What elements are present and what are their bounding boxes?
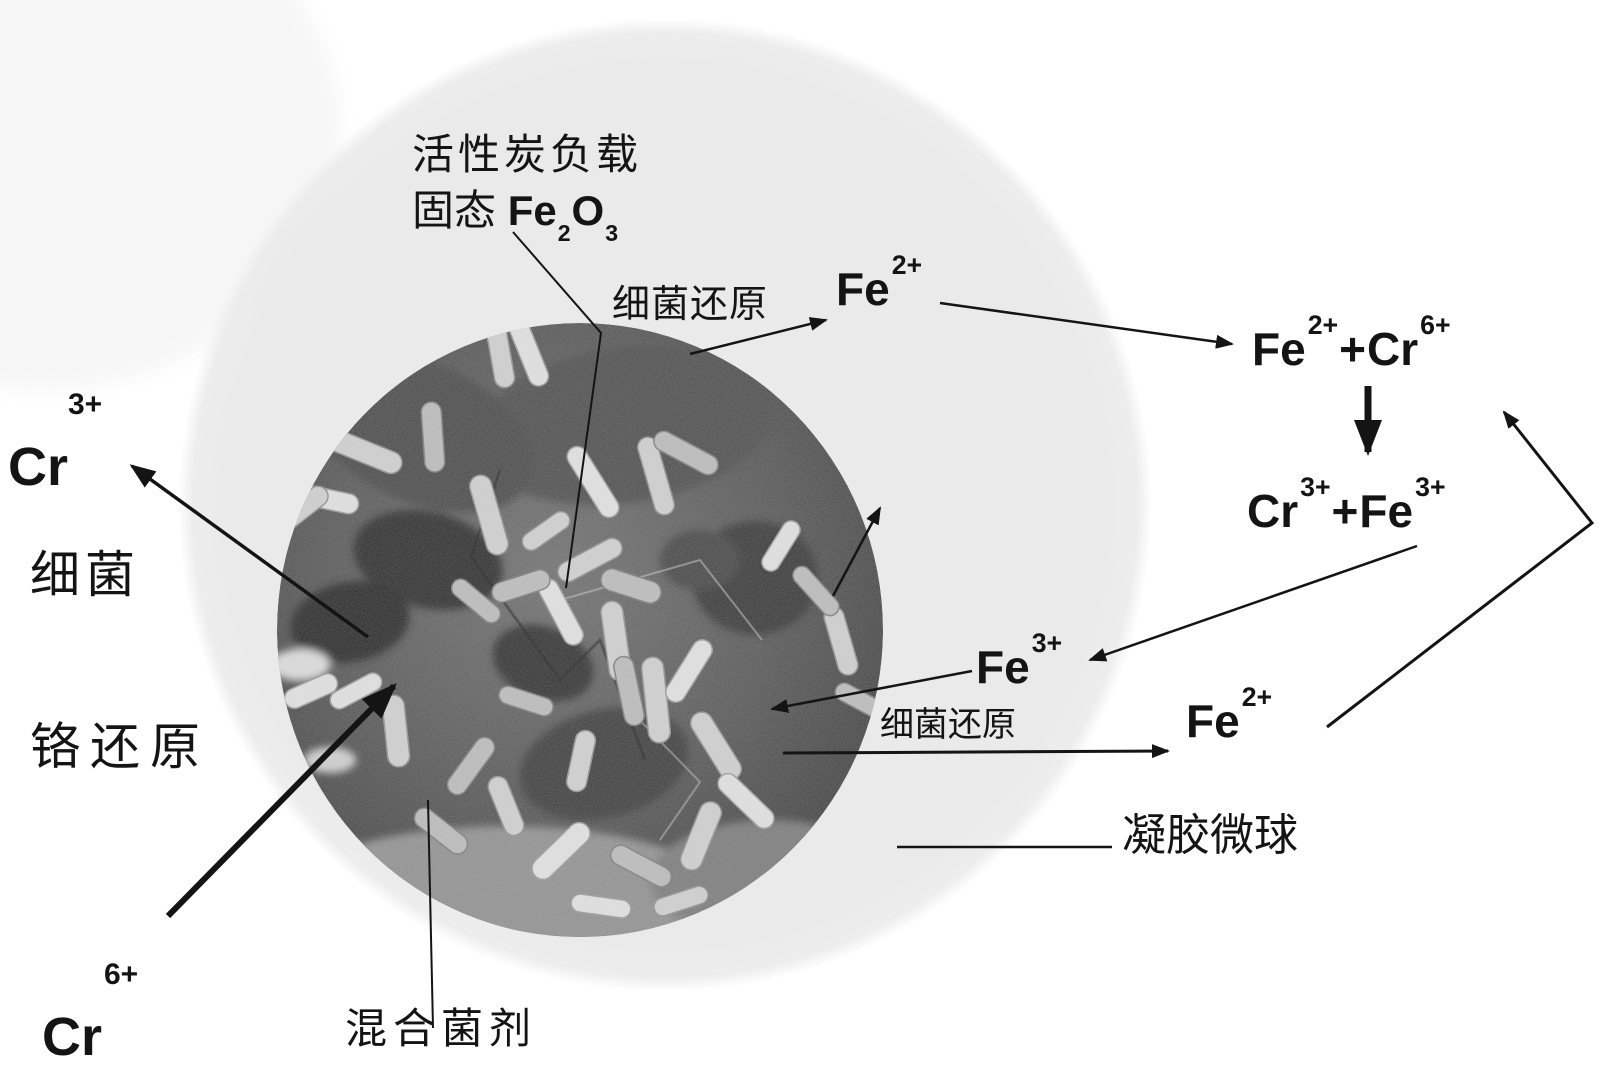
species-cr3-left-base: Cr xyxy=(8,437,69,497)
leader-mixed-inoculum xyxy=(427,799,434,1029)
label-gel-microsphere: 凝胶微球 xyxy=(1122,811,1298,860)
arrow-fe2-recycle xyxy=(1326,410,1595,729)
label-solid-state: 固态 xyxy=(412,187,497,234)
arrow-bacterial-reduction-to-fe2 xyxy=(689,317,828,356)
arrow-fe2-to-reaction xyxy=(939,301,1234,349)
species-cr6-left-sup: 6+ xyxy=(104,958,139,991)
label-chromium-reduction: 铬还原 xyxy=(30,719,210,775)
species-fe3-right: Fe3+ xyxy=(976,628,1063,693)
formula-fe2o3: Fe2O3 xyxy=(507,187,619,247)
leader-activated-carbon xyxy=(512,231,603,589)
label-bacterial-reduction-right: 细菌还原 xyxy=(880,706,1016,744)
label-bacteria-left: 细菌 xyxy=(30,547,140,603)
species-fe2-top: Fe2+ xyxy=(836,250,923,315)
species-cr3-left-sup: 3+ xyxy=(68,388,103,421)
label-activated-carbon-line1: 活性炭负载 xyxy=(412,131,643,178)
arrow-bacterial-reduction-to-fe2-right xyxy=(782,744,1170,759)
label-bacterial-reduction-top: 细菌还原 xyxy=(612,284,769,326)
arrow-cr6-into-sphere xyxy=(165,683,397,919)
reaction-cr3-plus-fe3: Cr3++Fe3+ xyxy=(1247,472,1446,537)
leader-fe3-into-image xyxy=(770,669,973,713)
label-mixed-inoculum: 混合菌剂 xyxy=(345,1005,538,1052)
arrow-products-to-fe3 xyxy=(1088,544,1418,662)
arrow-to-cr3 xyxy=(129,464,370,639)
species-fe2-right: Fe2+ xyxy=(1186,682,1273,747)
arrow-inside-sem-up xyxy=(831,506,882,597)
label-activated-carbon-line2: 固态 Fe2O3 xyxy=(412,187,619,247)
reaction-fe2-plus-cr6: Fe2++Cr6+ xyxy=(1252,310,1451,375)
sem-micrograph xyxy=(277,323,883,937)
species-cr6-left-base: Cr xyxy=(42,1007,103,1067)
